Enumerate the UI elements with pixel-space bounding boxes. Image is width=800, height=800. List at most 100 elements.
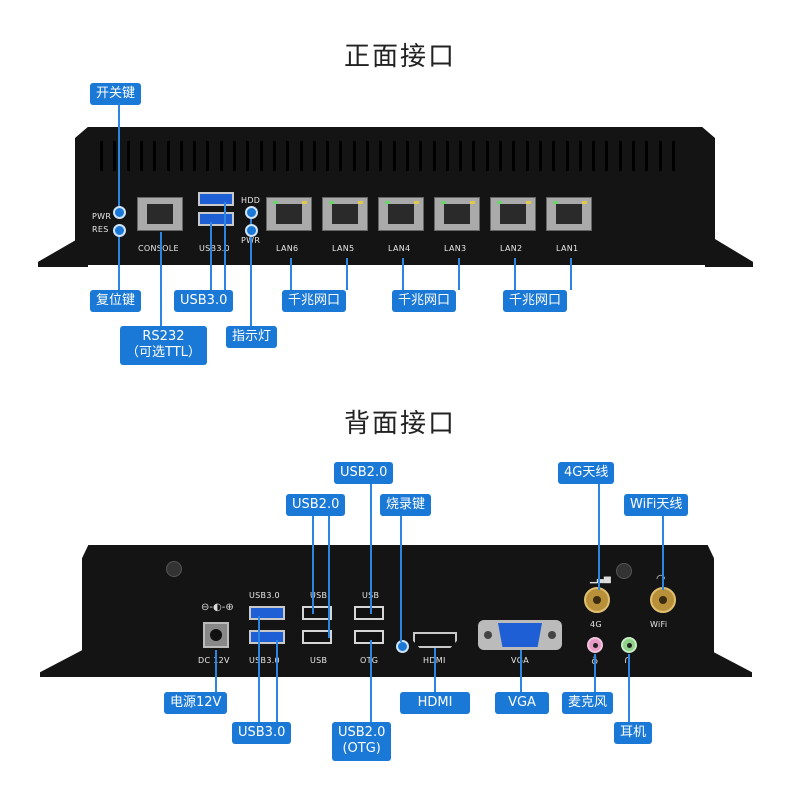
console-label: CONSOLE xyxy=(138,244,179,253)
vent-slot xyxy=(139,141,143,171)
usb2-left-leader-a xyxy=(312,516,314,614)
lan-port-label: LAN4 xyxy=(388,244,411,253)
lan-port-label: LAN6 xyxy=(276,244,299,253)
dc-jack xyxy=(203,622,229,648)
usb-b-label: USB xyxy=(310,656,328,665)
power-key-leader xyxy=(118,103,120,211)
vent-slot xyxy=(499,141,502,171)
vga-label: VGA xyxy=(511,656,529,665)
callout-indicator: 指示灯 xyxy=(226,326,278,349)
vent-slot xyxy=(126,141,130,171)
vent-slot xyxy=(100,141,103,171)
reset-key-leader xyxy=(118,230,120,290)
ant-4g-label: 4G xyxy=(590,620,602,629)
vent-slot xyxy=(339,141,343,171)
console-port xyxy=(137,197,183,231)
front-pwr-label: PWR xyxy=(92,212,112,221)
vent-slot xyxy=(352,141,356,171)
lan-port xyxy=(434,197,480,231)
vent-slot xyxy=(658,141,662,171)
callout-usb3-back: USB3.0 xyxy=(232,722,292,745)
callout-usb2-top: USB2.0 xyxy=(334,462,394,485)
usb2-port-b xyxy=(302,630,332,644)
front-chassis xyxy=(75,127,715,265)
vent-slot xyxy=(592,141,596,171)
lan2-leader xyxy=(514,258,516,290)
antenna-wifi-connector xyxy=(650,587,676,613)
callout-usb3-front: USB3.0 xyxy=(174,290,234,313)
dc-polarity-icon: ⊖-◐-⊕ xyxy=(201,602,234,613)
vent-slot xyxy=(246,141,250,171)
rs232-sublabel: （可选TTL） xyxy=(126,345,201,361)
vent-slot xyxy=(578,141,582,171)
lan-port xyxy=(546,197,592,231)
vent-slot xyxy=(153,141,157,171)
headphone-icon: ∩ xyxy=(624,655,631,666)
pwr-led-dot xyxy=(245,224,258,237)
lan-port-label: LAN3 xyxy=(444,244,467,253)
antenna-4g-connector xyxy=(584,587,610,613)
vent-slot xyxy=(166,141,170,171)
back-usb3-bottom-label: USB3.0 xyxy=(249,656,280,665)
vent-slot xyxy=(206,141,210,171)
front-usb3-port-bottom xyxy=(198,212,234,226)
burn-key-leader xyxy=(400,516,402,642)
usb2-port-a xyxy=(302,606,332,620)
usb2-top-leader xyxy=(370,484,372,614)
indicator-leader xyxy=(250,210,252,326)
power-key-dot xyxy=(113,206,126,219)
back-title: 背面接口 xyxy=(343,409,456,439)
signal-icon: ▁▃▅ xyxy=(590,574,611,584)
lan3-leader xyxy=(458,258,460,290)
vent-slot xyxy=(538,141,542,171)
vent-slot xyxy=(326,141,330,171)
usb2-left-leader-b xyxy=(328,516,330,638)
screw-right xyxy=(616,563,632,579)
vent-slot xyxy=(459,141,463,171)
vent-slot xyxy=(512,141,516,171)
callout-antenna-4g: 4G天线 xyxy=(558,462,615,485)
vent-slot xyxy=(645,141,649,171)
usb2-otg-label: USB2.0 xyxy=(338,725,386,740)
lan-port-label: LAN2 xyxy=(500,244,523,253)
reset-key-dot xyxy=(113,224,126,237)
vent-slot xyxy=(671,141,675,171)
callout-rs232: RS232 （可选TTL） xyxy=(120,326,207,365)
back-usb3-port-top xyxy=(249,606,285,620)
burn-key-dot xyxy=(396,640,409,653)
callout-reset-key: 复位键 xyxy=(90,290,142,313)
vent-slot xyxy=(392,141,396,171)
vga-port xyxy=(478,620,562,650)
callout-lan-a: 千兆网口 xyxy=(282,290,347,313)
vent-slot xyxy=(366,141,369,171)
earphone-jack xyxy=(621,637,637,653)
usb2-otg-leader xyxy=(370,640,372,722)
rs232-label: RS232 xyxy=(142,329,185,344)
vent-slot xyxy=(472,141,476,171)
lan6-leader xyxy=(290,258,292,290)
callout-hdmi: HDMI xyxy=(400,692,470,715)
rs232-leader xyxy=(160,232,162,326)
lan5-leader xyxy=(346,258,348,290)
callout-earphone: 耳机 xyxy=(614,722,653,745)
lan-port xyxy=(266,197,312,231)
hdmi-port xyxy=(413,632,457,648)
back-usb3-port-bottom xyxy=(249,630,285,644)
otg-label: OTG xyxy=(360,656,378,665)
vent-slot xyxy=(605,141,609,171)
dc-leader xyxy=(215,650,217,692)
vent-slot xyxy=(219,141,223,171)
vent-slot xyxy=(193,141,197,171)
front-title: 正面接口 xyxy=(343,42,456,72)
dc-label: DC 12V xyxy=(198,656,230,665)
callout-lan-b: 千兆网口 xyxy=(392,290,457,313)
vent-slot xyxy=(272,141,276,171)
hdmi-leader xyxy=(434,648,436,692)
lan-port xyxy=(322,197,368,231)
vent-slot xyxy=(432,141,436,171)
back-usb3-top-label: USB3.0 xyxy=(249,591,280,600)
callout-lan-c: 千兆网口 xyxy=(503,290,568,313)
wifi-icon: ◠ xyxy=(656,572,666,585)
vent-slot xyxy=(618,141,622,171)
antenna-4g-leader xyxy=(598,484,600,590)
